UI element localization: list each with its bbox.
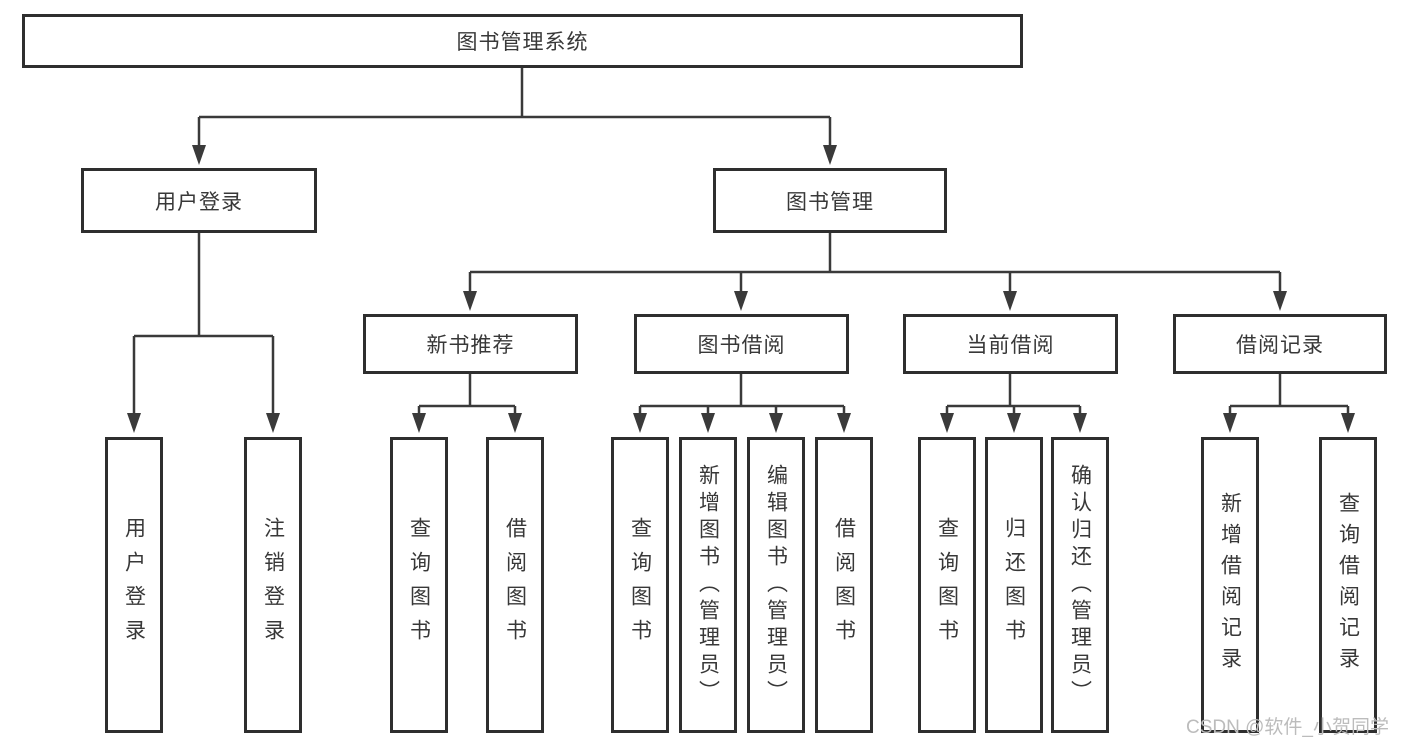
node-borrow-records: 借阅记录 — [1173, 314, 1387, 374]
leaf-query-books-current: 查询图书 — [918, 437, 976, 733]
node-current-borrow-label: 当前借阅 — [966, 334, 1055, 357]
leaf-query-books-borrow-label: 查询图书 — [628, 517, 652, 653]
leaf-confirm-return-admin-label: 确认归还（管理员） — [1068, 463, 1092, 707]
leaf-add-book-admin: 新增图书（管理员） — [679, 437, 737, 733]
leaf-query-books-recommend: 查询图书 — [390, 437, 448, 733]
leaf-user-login-label: 用户登录 — [122, 517, 146, 653]
node-root: 图书管理系统 — [22, 14, 1023, 68]
leaf-borrow-books-recommend-label: 借阅图书 — [503, 517, 527, 653]
leaf-borrow-books-label: 借阅图书 — [832, 517, 856, 653]
leaf-edit-book-admin: 编辑图书（管理员） — [747, 437, 805, 733]
leaf-confirm-return-admin: 确认归还（管理员） — [1051, 437, 1109, 733]
leaf-logout-label: 注销登录 — [261, 517, 285, 653]
leaf-query-books-current-label: 查询图书 — [935, 517, 959, 653]
node-book-borrow: 图书借阅 — [634, 314, 849, 374]
node-new-book-recommend-label: 新书推荐 — [426, 334, 515, 357]
leaf-query-books-borrow: 查询图书 — [611, 437, 669, 733]
node-user-login: 用户登录 — [81, 168, 317, 233]
leaf-add-book-admin-label: 新增图书（管理员） — [696, 463, 720, 707]
leaf-query-books-recommend-label: 查询图书 — [407, 517, 431, 653]
node-current-borrow: 当前借阅 — [903, 314, 1118, 374]
node-book-borrow-label: 图书借阅 — [697, 334, 786, 357]
watermark: CSDN @软件_小贺同学 — [1186, 717, 1389, 738]
leaf-return-book-label: 归还图书 — [1002, 517, 1026, 653]
leaf-add-borrow-record: 新增借阅记录 — [1201, 437, 1259, 733]
node-user-login-label: 用户登录 — [155, 190, 243, 214]
node-book-management-label: 图书管理 — [786, 190, 874, 214]
leaf-borrow-books: 借阅图书 — [815, 437, 873, 733]
leaf-user-login: 用户登录 — [105, 437, 163, 733]
leaf-edit-book-admin-label: 编辑图书（管理员） — [764, 463, 788, 707]
leaf-borrow-books-recommend: 借阅图书 — [486, 437, 544, 733]
leaf-return-book: 归还图书 — [985, 437, 1043, 733]
leaf-query-borrow-record-label: 查询借阅记录 — [1336, 492, 1360, 678]
node-book-management: 图书管理 — [713, 168, 947, 233]
leaf-add-borrow-record-label: 新增借阅记录 — [1218, 492, 1242, 678]
leaf-query-borrow-record: 查询借阅记录 — [1319, 437, 1377, 733]
node-root-label: 图书管理系统 — [456, 31, 589, 54]
leaf-logout: 注销登录 — [244, 437, 302, 733]
node-new-book-recommend: 新书推荐 — [363, 314, 578, 374]
node-borrow-records-label: 借阅记录 — [1236, 334, 1324, 357]
